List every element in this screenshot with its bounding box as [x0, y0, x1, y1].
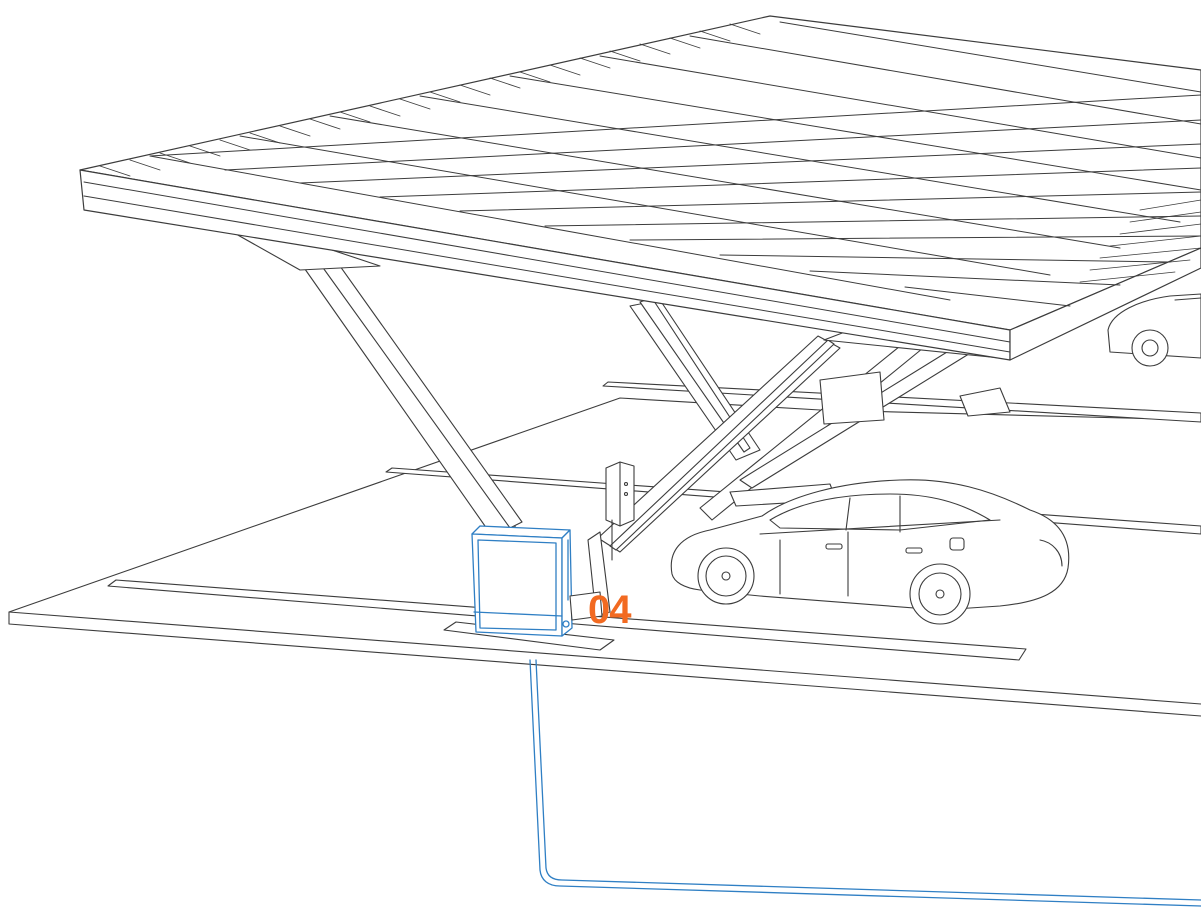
callout-number-label: 04 [588, 588, 631, 632]
panel-grid-right [1079, 199, 1201, 283]
panel-grid [149, 21, 1201, 307]
canopy-fins [99, 23, 761, 177]
inverter-box [471, 525, 573, 637]
base-plate [569, 591, 603, 621]
canopy-right-edge [1009, 247, 1201, 361]
solar-panel-canopy [79, 15, 1201, 361]
underground-cable [529, 659, 1201, 907]
car-windows [769, 493, 991, 531]
car-far [1107, 293, 1201, 367]
ev-charger-post [605, 461, 635, 561]
car-main [670, 479, 1070, 625]
